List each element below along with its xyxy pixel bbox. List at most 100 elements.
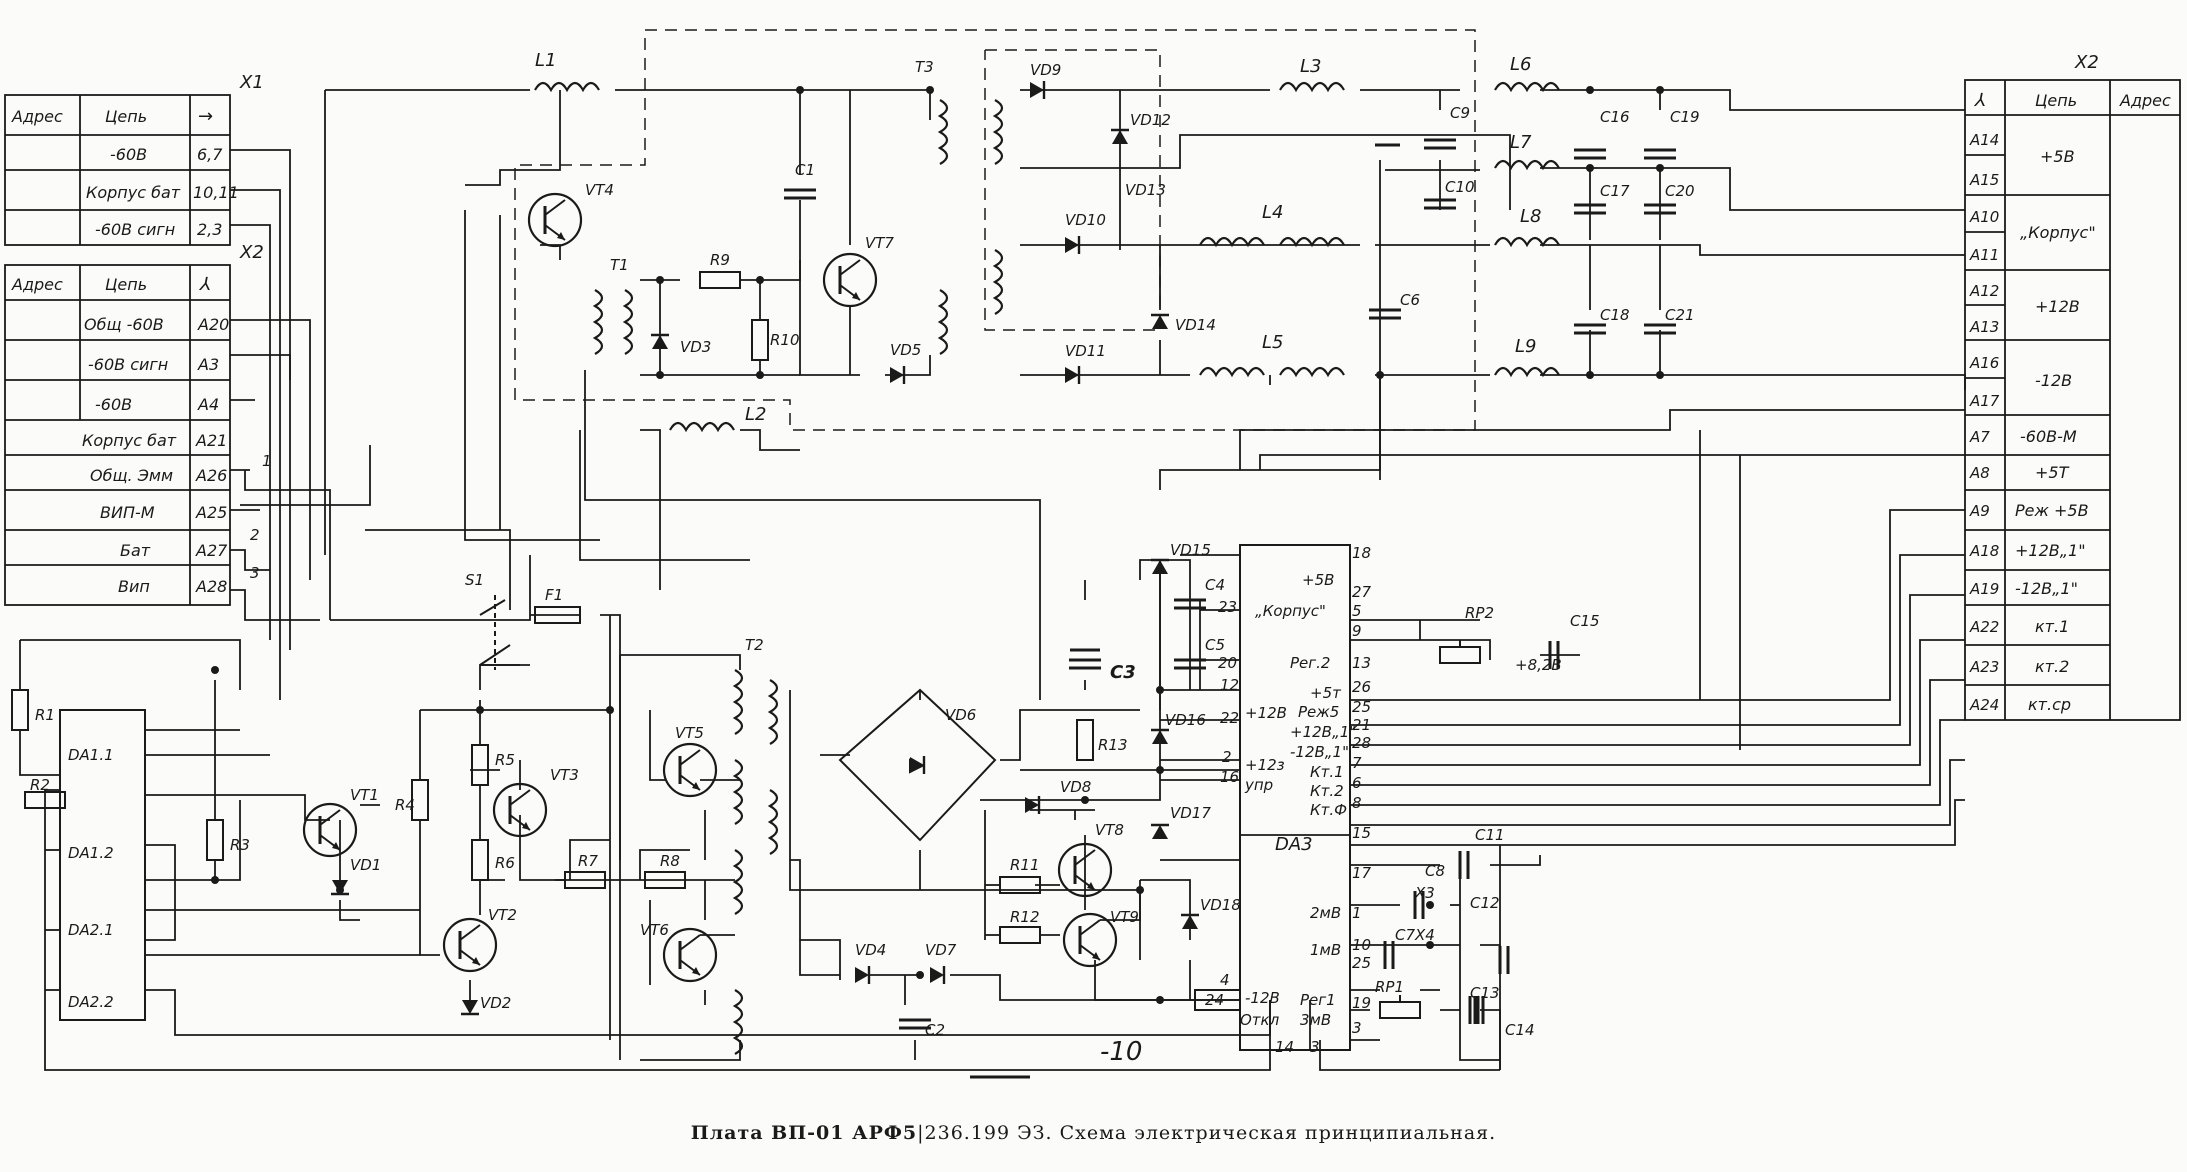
misc-pin: 3 [1310, 1038, 1320, 1056]
x2-right-pin: A10 [1969, 208, 1999, 226]
da3-pin-label: +12В„1" [1290, 723, 1356, 741]
x2-left-row-chain: Общ -60В [84, 315, 164, 334]
da3-pin-label: 2мВ [1310, 904, 1341, 922]
pwr-pin-label: +12з [1245, 756, 1285, 774]
label-c2: C2 [925, 1021, 945, 1039]
label-vd6: VD6 [945, 706, 976, 724]
label-vt8: VT8 [1095, 821, 1124, 839]
x1-header-chain: Цепь [105, 107, 147, 126]
label-vd1: VD1 [350, 856, 381, 874]
da3-pin-num: 19 [1352, 994, 1371, 1012]
label-c6: C6 [1400, 291, 1420, 309]
da3-pin-label: Рег.2 [1290, 654, 1330, 672]
da3-pin-num: 18 [1352, 544, 1371, 562]
label-c5: C5 [1205, 636, 1225, 654]
label-l7: L7 [1510, 132, 1532, 153]
component-labels: L1 L2 L3 L4 L5 L6 L7 L8 L9 T1 T2 T3 VT1 … [30, 50, 1700, 1039]
label-da3: DA3 [1275, 834, 1313, 855]
label-vt1: VT1 [350, 786, 379, 804]
label-l5: L5 [1262, 332, 1283, 353]
label-c20: C20 [1665, 182, 1695, 200]
da3-pin-label: „Корпус" [1255, 602, 1326, 620]
x1-row-chain: -60В сигн [95, 220, 175, 239]
x2-left-header-dir: ⅄ [198, 274, 211, 295]
bridge-vd6 [838, 688, 997, 842]
x2-right-pin: A12 [1969, 282, 1999, 300]
da3-pin-num: 21 [1352, 716, 1371, 734]
x1-title: X1 [239, 72, 264, 93]
x1-row-pin: 6,7 [197, 145, 223, 164]
x2-right-chain: +12В„1" [2015, 541, 2086, 560]
label-vd15: VD15 [1170, 541, 1211, 559]
da3-pin-num: 17 [1352, 864, 1372, 882]
x2-left-header-chain: Цепь [105, 275, 147, 294]
label-c8: C8 [1425, 862, 1445, 880]
label-x3: X3 [1414, 884, 1435, 902]
label-vd18: VD18 [1200, 896, 1241, 914]
x2-right-header-addr: Адрес [2119, 91, 2171, 110]
x2-right-pin: A22 [1969, 618, 1999, 636]
x2-left-row-chain: Общ. Эмм [90, 466, 173, 485]
da3-pin-label: 1мВ [1310, 941, 1341, 959]
label-r9: R9 [710, 251, 730, 269]
x2-left-row-pin: A4 [197, 395, 219, 414]
da3-pin-labels: 18 +5В 27 5 „Корпус" 9 13 Рег.2 26 +5т 2… [1100, 544, 1562, 1067]
misc-pin: 4 [1220, 971, 1230, 989]
da3-pin-label: 3мВ [1300, 1011, 1331, 1029]
wire-mark: 1 [262, 452, 272, 470]
da3-pin-num: 3 [1352, 1019, 1362, 1037]
da3-pin-num: 25 [1352, 698, 1371, 716]
da3-pin-label: Реж5 [1298, 703, 1339, 721]
da3-pin-label: +5т [1310, 684, 1342, 702]
label-r7: R7 [578, 852, 598, 870]
x2-left-row-pin: A20 [197, 315, 229, 334]
shield-outline [514, 29, 1476, 431]
x2-right-chain: +12В [2035, 297, 2080, 316]
label-vd11: VD11 [1065, 342, 1106, 360]
label-l9: L9 [1515, 336, 1536, 357]
da3-pin-num: 9 [1352, 622, 1362, 640]
label-c12: C12 [1470, 894, 1500, 912]
label-c14: C14 [1505, 1021, 1535, 1039]
x2-left-title: X2 [239, 242, 264, 263]
label-c15: C15 [1570, 612, 1600, 630]
x2-right-pin: A13 [1969, 318, 1999, 336]
label-vd2: VD2 [480, 994, 511, 1012]
da3-pin-label: Кт.1 [1310, 763, 1344, 781]
misc-pin: 14 [1275, 1038, 1294, 1056]
x2-right-chain: -12В [2035, 371, 2072, 390]
x2-left-row-chain: -60В [95, 395, 132, 414]
x2-right-pin: A18 [1969, 542, 1999, 560]
misc-pin: 12 [1220, 676, 1239, 694]
x2-right-pin: A9 [1969, 502, 1990, 520]
x2-right-chain: +5В [2040, 147, 2075, 166]
label-r10: R10 [770, 331, 800, 349]
x1-row-pin: 10,11 [193, 183, 239, 202]
da3-pin-num: 25 [1352, 954, 1371, 972]
label-t2: T2 [745, 636, 764, 654]
label-vd5: VD5 [890, 341, 921, 359]
x2-right-chain: кт.1 [2035, 617, 2069, 636]
da3-pin-label: Кт.Ф [1310, 801, 1347, 819]
misc-pin: 2 [1222, 748, 1232, 766]
x2-right-pin: A8 [1969, 464, 1990, 482]
da3-pin-num: 26 [1352, 678, 1371, 696]
x2-left-row-chain: Корпус бат [82, 431, 177, 450]
label-vd16: VD16 [1165, 711, 1206, 729]
label-vt6: VT6 [640, 921, 669, 939]
x2-right-chain: -12В„1" [2015, 579, 2078, 598]
da3-pin-num: 10 [1352, 936, 1371, 954]
da3-pin-num: 7 [1352, 754, 1362, 772]
wire-mark: 2 [250, 526, 260, 544]
x2-right-pin: A14 [1969, 131, 1999, 149]
x2-left-row-pin: A28 [195, 577, 227, 596]
label-l3: L3 [1300, 56, 1321, 77]
x2-right-pin: A15 [1969, 171, 1999, 189]
x2-right-pin: A23 [1969, 658, 1999, 676]
label-vd10: VD10 [1065, 211, 1106, 229]
label-vd7: VD7 [925, 941, 957, 959]
pwr-pin-label: +12В [1245, 704, 1287, 722]
label-t3: T3 [915, 58, 934, 76]
x2-right-chain: -60В-М [2020, 427, 2077, 446]
